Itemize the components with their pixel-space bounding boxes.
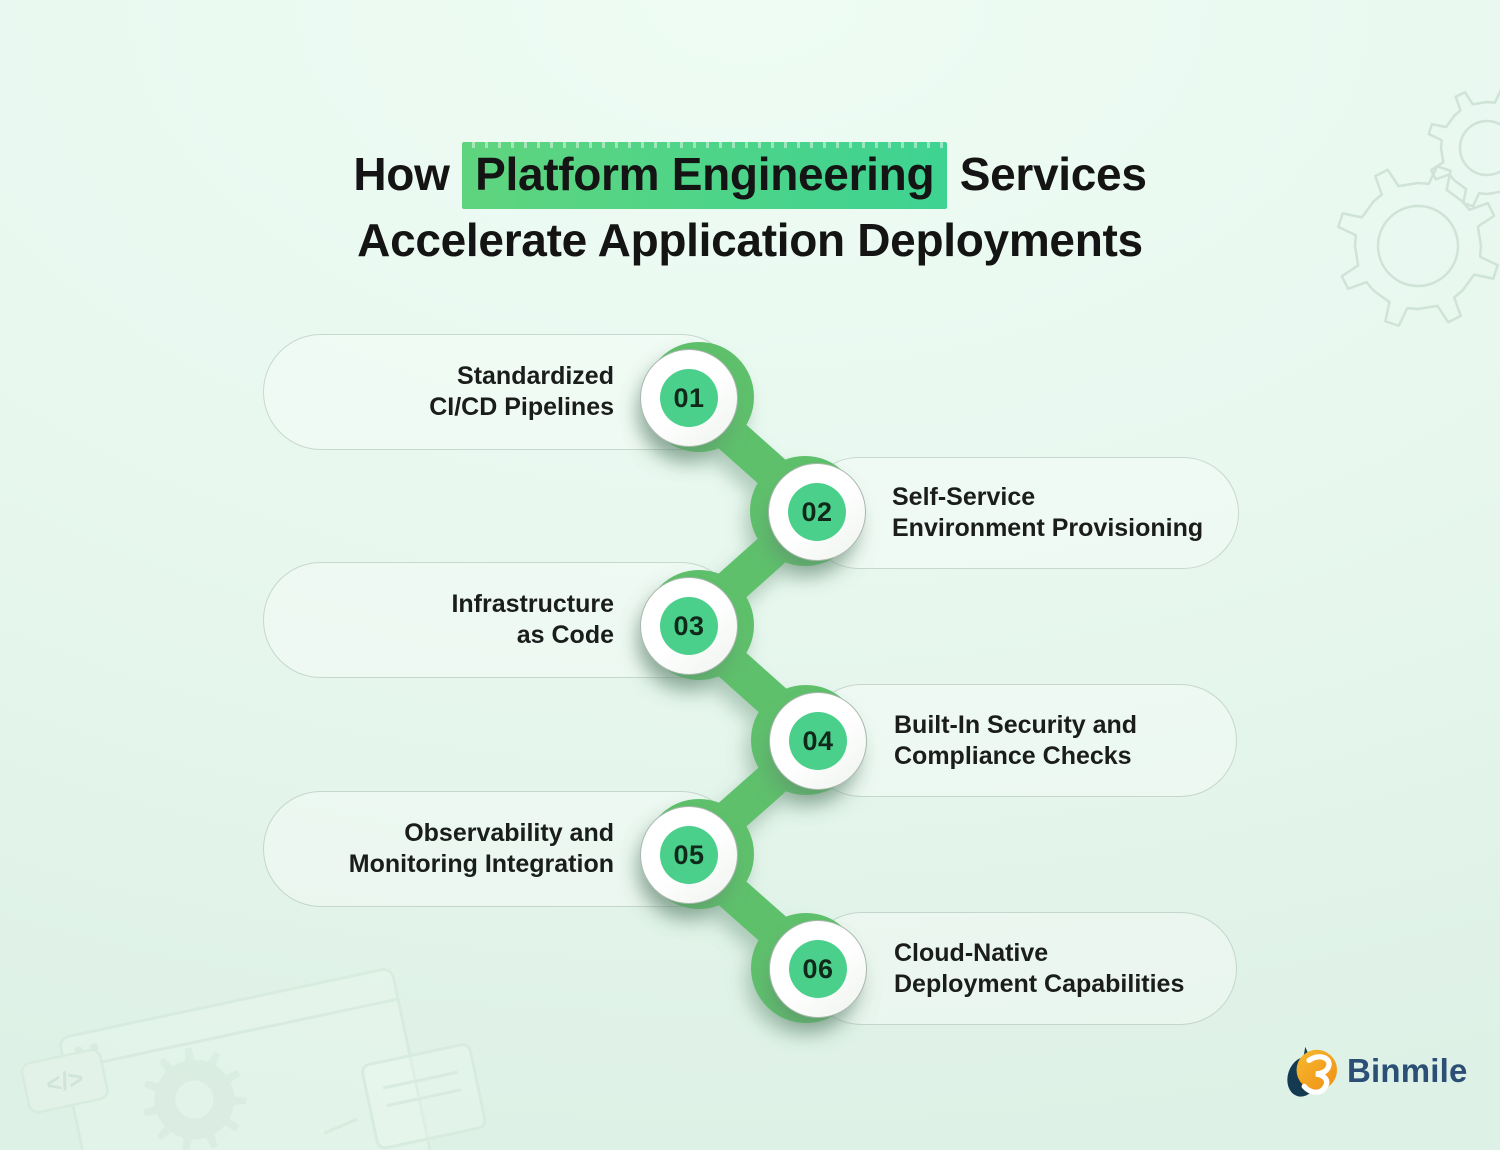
step-label-line: Standardized xyxy=(457,362,614,390)
step-label-line: Built-In Security and xyxy=(894,710,1138,739)
step-label-line: Monitoring Integration xyxy=(348,850,614,878)
step-node-3: 03 xyxy=(640,577,738,675)
watermark-card xyxy=(361,1043,487,1150)
browser-header-divider xyxy=(65,997,399,1072)
step-label-line: Cloud-Native xyxy=(894,938,1049,967)
step-pill-4: Built-In Security and Compliance Checks xyxy=(805,684,1237,797)
step-number-2: 02 xyxy=(788,483,846,541)
step-node-6: 06 xyxy=(769,920,867,1018)
watermark-line xyxy=(386,1088,462,1108)
step-label-line: Observability and xyxy=(404,819,614,847)
binmile-logo-text: Binmile xyxy=(1347,1052,1468,1089)
step-label-4: Built-In Security and Compliance Checks xyxy=(806,710,1236,772)
step-number-1: 01 xyxy=(660,369,718,427)
step-label-line: as Code xyxy=(516,621,614,649)
binmile-logo-icon xyxy=(1287,1046,1338,1097)
step-label-6: Cloud-Native Deployment Capabilities xyxy=(806,938,1236,1000)
step-node-1: 01 xyxy=(640,349,738,447)
step-pill-2: Self-Service Environment Provisioning xyxy=(803,457,1239,569)
step-node-2: 02 xyxy=(768,463,866,561)
step-label-1: Standardized CI/CD Pipelines xyxy=(264,361,738,423)
page-title: How Platform Engineering Services Accele… xyxy=(0,141,1500,273)
title-highlight: Platform Engineering xyxy=(462,142,947,209)
step-label-2: Self-Service Environment Provisioning xyxy=(804,482,1238,544)
step-label-5: Observability and Monitoring Integration xyxy=(264,818,738,880)
step-node-4: 04 xyxy=(769,692,867,790)
logo-b-swirl xyxy=(1301,1054,1332,1095)
step-pill-6: Cloud-Native Deployment Capabilities xyxy=(805,912,1237,1025)
step-number-5: 05 xyxy=(660,826,718,884)
step-label-line: Deployment Capabilities xyxy=(894,969,1185,998)
watermark-browser-window: </> xyxy=(20,968,487,1150)
browser-dot xyxy=(74,1046,83,1055)
browser-frame xyxy=(59,968,435,1150)
step-number-3: 03 xyxy=(660,597,718,655)
code-tag-watermark: </> xyxy=(43,1062,86,1099)
watermark-line xyxy=(382,1070,458,1090)
step-label-3: Infrastructure as Code xyxy=(264,589,738,651)
binmile-logo: Binmile xyxy=(1284,1042,1468,1100)
step-node-5: 05 xyxy=(640,806,738,904)
code-badge xyxy=(20,1048,109,1114)
gear-icon-watermark xyxy=(143,1047,247,1150)
watermark-line xyxy=(323,1117,358,1135)
title-line1-post: Services xyxy=(947,147,1147,200)
step-number-6: 06 xyxy=(789,940,847,998)
title-line1-pre: How xyxy=(353,147,463,200)
browser-dot xyxy=(90,1043,99,1052)
step-label-line: Compliance Checks xyxy=(894,741,1132,770)
step-label-line: CI/CD Pipelines xyxy=(429,393,614,421)
step-label-line: Environment Provisioning xyxy=(892,514,1204,542)
step-label-line: Infrastructure xyxy=(451,590,614,618)
step-number-4: 04 xyxy=(789,712,847,770)
step-label-line: Self-Service xyxy=(892,483,1036,511)
title-line2: Accelerate Application Deployments xyxy=(357,213,1143,266)
